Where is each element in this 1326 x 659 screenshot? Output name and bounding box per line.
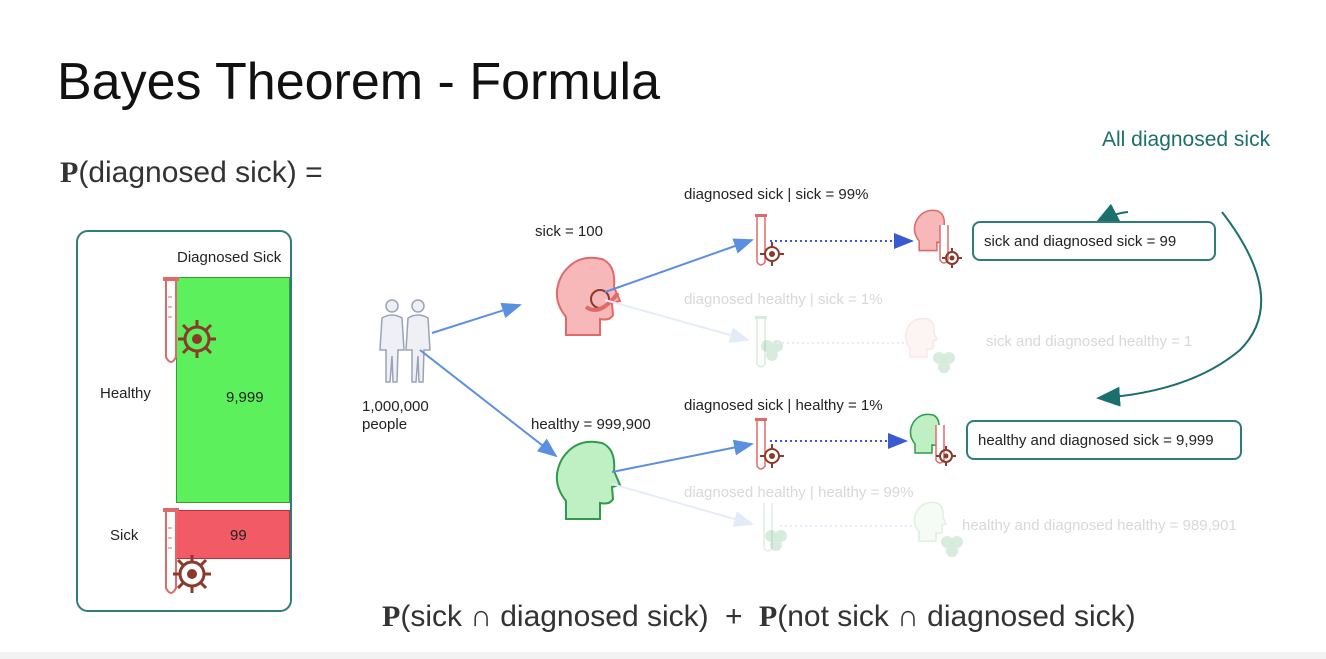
virus-icon <box>173 555 211 593</box>
test-tube-icon <box>163 277 179 363</box>
formula-bottom: P(sick ∩ diagnosed sick) + P(not sick ∩ … <box>382 600 1136 634</box>
clover-icon <box>941 536 963 557</box>
curved-arrow-icon <box>1094 203 1129 224</box>
virus-icon <box>936 446 956 466</box>
sick-row-label: Sick <box>110 527 139 544</box>
branch-sick-diag-healthy: diagnosed healthy | sick = 1% <box>684 291 883 308</box>
outcome-text: sick and diagnosed sick = 99 <box>984 232 1177 250</box>
arrow-healthy-diag-sick <box>611 439 754 473</box>
formula-top: P(diagnosed sick) = <box>60 156 323 190</box>
formula-plus: + <box>725 600 743 633</box>
clover-icon <box>765 530 787 551</box>
test-tube-icon <box>763 503 773 552</box>
virus-icon <box>178 320 216 358</box>
formula-term-2: (not sick ∩ diagnosed sick) <box>777 600 1136 633</box>
probability-symbol: P <box>60 156 79 189</box>
root-label-line1: 1,000,000 <box>362 398 429 415</box>
virus-icon <box>760 242 784 266</box>
slide-title: Bayes Theorem - Formula <box>57 53 661 111</box>
root-label: 1,000,000 people <box>362 398 429 434</box>
formula-term-1: (sick ∩ diagnosed sick) <box>400 600 709 633</box>
sick-row-value: 99 <box>230 527 247 544</box>
healthy-row-value: 9,999 <box>226 389 264 406</box>
outcome-healthy-and-diag-healthy: healthy and diagnosed healthy = 989,901 <box>962 517 1237 534</box>
arrow-sick-diag-healthy <box>604 299 750 343</box>
test-tube-icon <box>755 418 767 470</box>
healthy-head-icon <box>913 501 948 542</box>
outcome-healthy-and-diag-sick: healthy and diagnosed sick = 9,999 <box>966 420 1242 460</box>
arrow-to-sick <box>431 302 522 334</box>
sick-bar-fill <box>177 511 289 558</box>
footer-strip <box>0 652 1326 659</box>
root-label-line2: people <box>362 416 408 433</box>
arrow-sick-diag-sick <box>604 238 754 293</box>
formula-top-text: (diagnosed sick) = <box>78 156 323 189</box>
sick-count-label: sick = 100 <box>535 223 603 240</box>
healthy-bar <box>176 277 290 503</box>
branch-healthy-diag-sick: diagnosed sick | healthy = 1% <box>684 397 883 414</box>
curved-arrow-icon <box>1096 211 1263 407</box>
healthy-row-label: Healthy <box>100 385 151 402</box>
outcome-sick-and-diag-healthy: sick and diagnosed healthy = 1 <box>986 333 1193 350</box>
healthy-count-label: healthy = 999,900 <box>531 416 651 433</box>
branch-sick-diag-sick: diagnosed sick | sick = 99% <box>684 186 869 203</box>
test-tube-icon <box>939 225 949 264</box>
test-tube-icon <box>935 425 945 464</box>
test-tube-icon <box>163 508 179 594</box>
test-tube-icon <box>755 316 767 368</box>
branch-healthy-diag-healthy: diagnosed healthy | healthy = 99% <box>684 484 914 501</box>
outcome-sick-and-diag-sick: sick and diagnosed sick = 99 <box>972 221 1216 261</box>
sick-head-icon <box>555 256 622 336</box>
diagnosed-sick-panel <box>76 230 292 612</box>
probability-symbol: P <box>758 600 778 633</box>
probability-symbol: P <box>382 600 401 633</box>
outcome-text: healthy and diagnosed sick = 9,999 <box>978 431 1214 449</box>
panel-header: Diagnosed Sick <box>177 249 282 266</box>
all-diagnosed-sick-label: All diagnosed sick <box>1102 128 1271 151</box>
virus-icon <box>760 444 784 468</box>
healthy-bar-fill <box>177 278 289 502</box>
virus-icon <box>942 248 962 268</box>
arrow-to-healthy <box>419 349 558 458</box>
people-icon <box>379 299 431 383</box>
clover-icon <box>933 352 955 373</box>
arrow-healthy-diag-healthy <box>611 483 754 527</box>
healthy-head-icon <box>555 440 622 520</box>
sick-head-icon <box>904 317 939 358</box>
clover-icon <box>761 340 783 361</box>
